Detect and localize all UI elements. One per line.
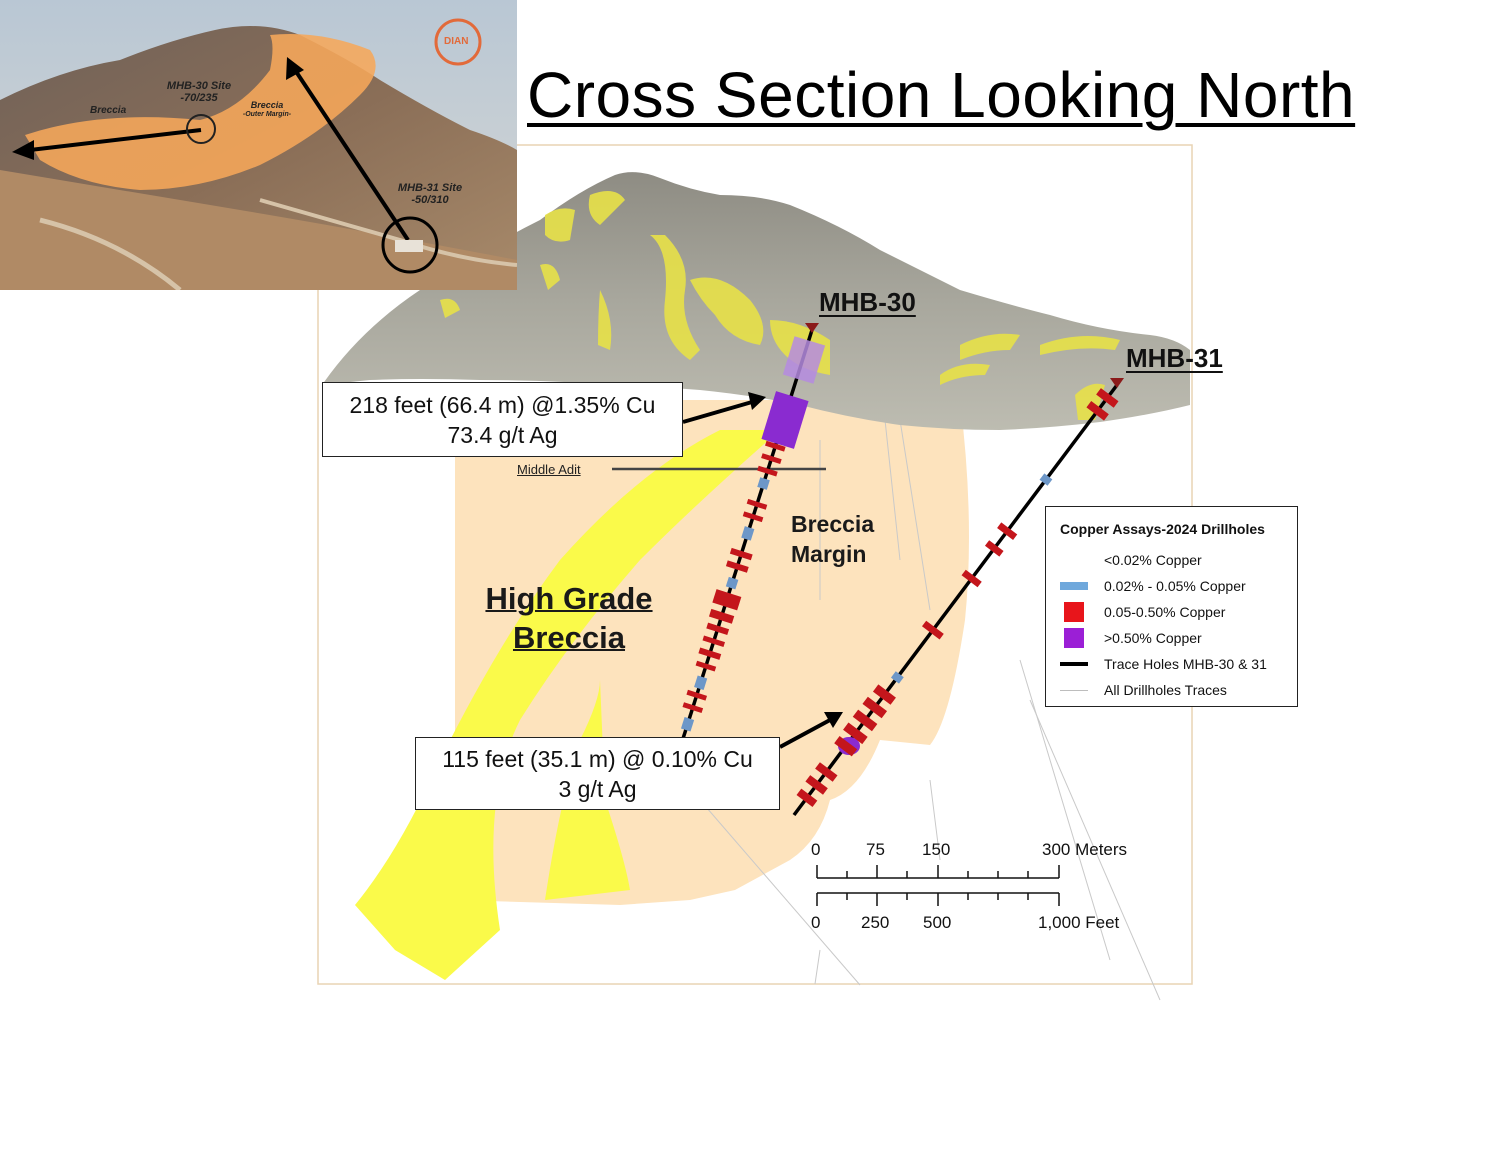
callout-line1: 218 feet (66.4 m) @1.35% Cu — [349, 392, 656, 418]
mhb30-assay-segment — [708, 608, 735, 624]
grey-line-swatch — [1060, 689, 1088, 691]
mhb30-assay-segment — [682, 702, 704, 714]
middle-adit-label: Middle Adit — [517, 462, 581, 477]
logo-text: DIAN — [444, 36, 469, 47]
blue-bar-swatch — [1060, 582, 1088, 590]
mhb30-assay-segment — [757, 465, 778, 477]
mhb31-assay-segment — [890, 671, 904, 684]
mhb30-assay-segment — [706, 622, 730, 635]
inset-mhb31-site-label: MHB-31 Site -50/310 — [397, 182, 463, 206]
site-photo — [0, 0, 517, 290]
scale-m-0: 0 — [811, 840, 821, 859]
mhb30-assay-segment — [741, 526, 755, 541]
mhb30-assay-segments — [680, 440, 786, 732]
scale-m-75: 75 — [866, 840, 885, 859]
inset-breccia-label: Breccia — [90, 105, 127, 116]
breccia-margin-label: Breccia Margin — [791, 511, 875, 567]
high-grade-zone-west — [355, 430, 780, 980]
mhb31-assay-segment — [1039, 473, 1053, 486]
callout-arrow-lower — [779, 718, 831, 749]
mhb31-assay-segment — [961, 569, 982, 588]
mhb30-assay-segment — [686, 689, 708, 701]
scale-ft-250: 250 — [861, 913, 890, 932]
mhb31-assay-segment — [834, 735, 858, 757]
mhb30-assay-segment — [765, 440, 786, 452]
mhb30-assay-segment — [742, 511, 764, 523]
mhb30-assay-segment — [698, 647, 722, 660]
mhb31-assay-segment — [852, 709, 878, 732]
mhb30-high-grade-interval — [761, 391, 809, 449]
scale-bar — [816, 865, 1060, 906]
scale-ft-0: 0 — [811, 913, 821, 932]
callout-arrowhead-lower — [824, 712, 843, 728]
scale-ft-500: 500 — [923, 913, 952, 932]
site-photo-inset: DIAN MHB-30 Site -70/235 Breccia Breccia… — [0, 0, 517, 290]
mhb30-assay-segment — [725, 576, 739, 590]
intercept-callout-mhb31: 115 feet (35.1 m) @ 0.10% Cu 3 g/t Ag — [415, 737, 780, 810]
mhb31-assay-segment — [862, 696, 888, 719]
mhb30-assay-segment — [757, 477, 770, 490]
mhb30-assay-segment — [680, 717, 695, 732]
mhb31-assay-segment — [843, 722, 868, 745]
mhb31-assay-segment — [1086, 400, 1109, 421]
mhb31-assay-segment — [815, 762, 838, 782]
mhb30-assay-segment — [695, 660, 717, 672]
inset-mhb31-circle — [381, 216, 439, 274]
mhb30-assay-segment — [746, 498, 768, 510]
legend-title: Copper Assays-2024 Drillholes — [1060, 521, 1265, 537]
mhb31-assay-segment — [921, 620, 944, 640]
mhb30-assay-segment — [712, 589, 742, 611]
legend-item-below-002: <0.02% Copper — [1104, 552, 1202, 568]
mhb31-assay-segment — [796, 788, 818, 808]
inset-arrow-mhb31 — [293, 68, 410, 242]
mhb31-assay-segment — [805, 775, 828, 795]
legend-item-all-traces: All Drillholes Traces — [1060, 680, 1227, 700]
hole-label-mhb31: MHB-31 — [1126, 343, 1223, 373]
all-drillhole-traces — [699, 419, 1161, 1001]
intercept-callout-mhb30: 218 feet (66.4 m) @1.35% Cu 73.4 g/t Ag — [322, 382, 683, 457]
high-grade-breccia-label: High Grade Breccia — [485, 581, 653, 655]
hole-label-mhb30: MHB-30 — [819, 287, 916, 317]
callout-arrow-upper — [682, 400, 753, 424]
mhb31-assay-segment — [872, 684, 896, 705]
mhb30-collar-marker — [805, 323, 819, 333]
legend-item-trace-holes: Trace Holes MHB-30 & 31 — [1060, 654, 1267, 674]
callout-line2: 3 g/t Ag — [558, 776, 637, 802]
mhb31-collar-marker — [1110, 378, 1124, 388]
callout-arrowhead-upper — [748, 392, 766, 410]
mhb30-assay-segment — [761, 453, 782, 465]
scale-m-150: 150 — [922, 840, 951, 859]
red-square-swatch — [1064, 602, 1084, 622]
scale-ft-1000: 1,000 Feet — [1038, 913, 1120, 932]
mhb31-assay-segments — [796, 388, 1119, 808]
inset-mhb30-circle — [186, 114, 216, 144]
black-line-swatch — [1060, 662, 1088, 666]
legend-item-above-050: >0.50% Copper — [1060, 628, 1202, 648]
scale-m-300: 300 Meters — [1042, 840, 1128, 859]
mhb31-assay-segment — [997, 522, 1018, 541]
mhb30-assay-segment — [725, 560, 749, 573]
callout-line1: 115 feet (35.1 m) @ 0.10% Cu — [442, 746, 753, 772]
mhb31-assay-segment — [1096, 388, 1119, 408]
legend-item-005-050: 0.05-0.50% Copper — [1060, 602, 1225, 622]
inset-breccia-outer-label: Breccia -Outer Margin- — [242, 100, 292, 118]
mhb30-purple-surface — [782, 336, 826, 384]
page-title: Cross Section Looking North — [527, 59, 1356, 131]
breccia-outcrops — [440, 191, 1120, 420]
mhb31-assay-segment — [984, 540, 1004, 557]
inset-arrow-mhb30 — [29, 128, 202, 152]
purple-square-swatch — [1064, 628, 1084, 648]
callout-line2: 73.4 g/t Ag — [447, 422, 558, 448]
mhb30-assay-segment — [694, 675, 708, 690]
mhb30-assay-segment — [702, 635, 725, 647]
legend: Copper Assays-2024 Drillholes <0.02% Cop… — [1045, 506, 1298, 707]
legend-item-002-005: 0.02% - 0.05% Copper — [1060, 576, 1246, 596]
logo-emblem — [434, 18, 482, 66]
inset-mhb30-site-label: MHB-30 Site -70/235 — [166, 80, 232, 104]
mhb30-assay-segment — [729, 547, 753, 561]
